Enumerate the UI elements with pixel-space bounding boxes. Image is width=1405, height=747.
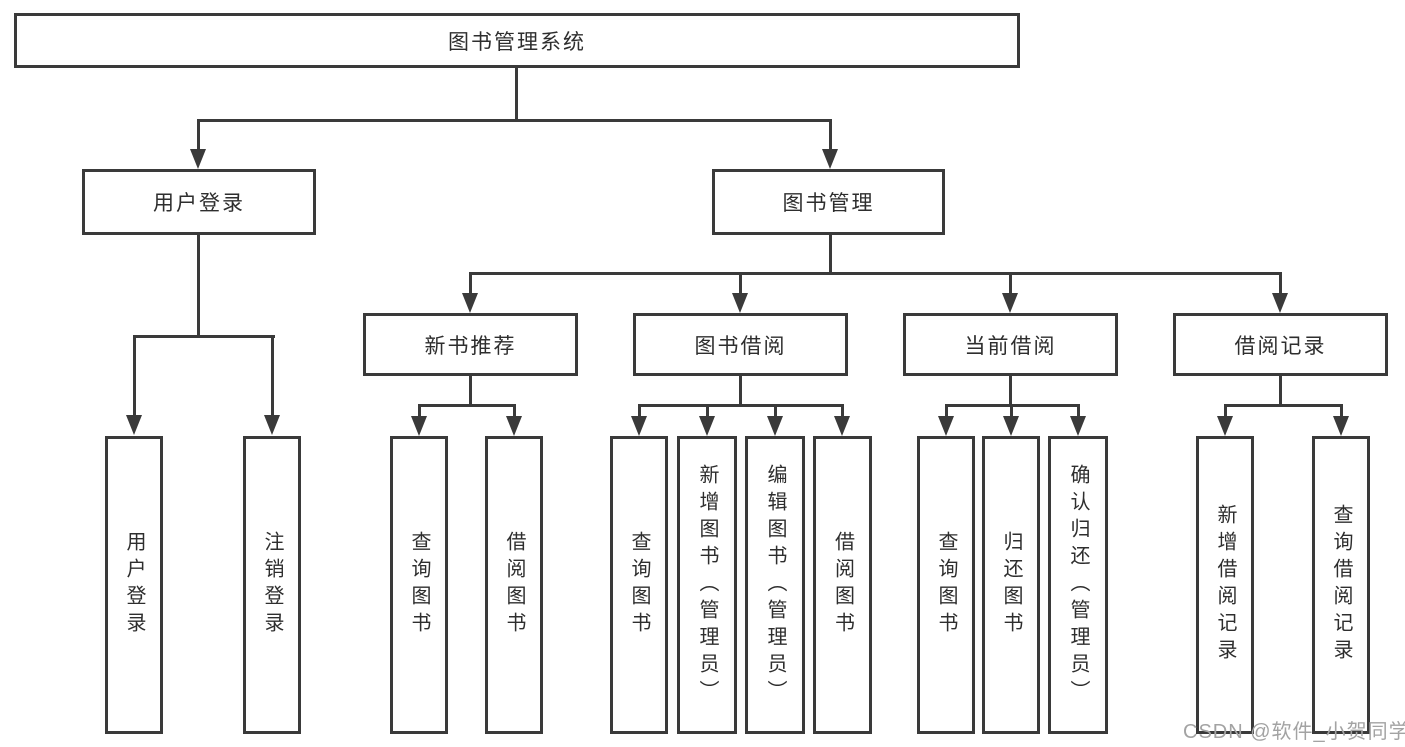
leaf-borrow-query-book: 查询图书 [610, 436, 668, 734]
connector-user-trunk [197, 235, 200, 337]
leaf-records-query-record: 查询借阅记录 [1312, 436, 1370, 734]
arrow-down-icon [1003, 416, 1019, 436]
connector-level3-bar [470, 272, 1282, 275]
arrow-down-icon [834, 416, 850, 436]
connector-level3-stem [1009, 272, 1012, 295]
connector-borrow-bar [638, 404, 843, 407]
new-book-recommend-label: 新书推荐 [424, 334, 517, 358]
connector-user-login-stem [197, 119, 200, 152]
connector-mgmt-trunk [829, 235, 832, 275]
root-node: 图书管理系统 [14, 13, 1020, 68]
leaf-user-login-label: 用户登录 [123, 531, 145, 639]
connector-records-trunk [1279, 375, 1282, 407]
arrow-down-icon [190, 149, 206, 169]
connector-leaf-stem [133, 335, 136, 417]
leaf-logout-label: 注销登录 [261, 531, 283, 639]
connector-leaf-stem [774, 404, 777, 418]
leaf-current-return-book-label: 归还图书 [1000, 531, 1022, 639]
user-login-node: 用户登录 [82, 169, 316, 235]
arrow-down-icon [264, 415, 280, 435]
connector-level3-stem [739, 272, 742, 295]
csdn-watermark: CSDN @软件_小贺同学 [1183, 721, 1405, 743]
leaf-borrow-borrow-book-label: 借阅图书 [831, 531, 854, 639]
leaf-current-return-book: 归还图书 [982, 436, 1040, 734]
connector-leaf-stem [1010, 404, 1013, 418]
connector-user-bar [133, 335, 275, 338]
borrow-records-label: 借阅记录 [1234, 334, 1327, 358]
connector-book-mgmt-stem [829, 119, 832, 152]
leaf-records-query-record-label: 查询借阅记录 [1330, 504, 1352, 666]
arrow-down-icon [1272, 293, 1288, 313]
leaf-current-query-book-label: 查询图书 [935, 531, 957, 639]
arrow-down-icon [1070, 416, 1086, 436]
connector-newbook-trunk [469, 375, 472, 407]
leaf-borrow-query-book-label: 查询图书 [628, 531, 650, 639]
connector-leaf-stem [271, 335, 274, 417]
leaf-newbook-borrow-book: 借阅图书 [485, 436, 543, 734]
connector-leaf-stem [945, 404, 948, 418]
connector-level3-stem [469, 272, 472, 295]
arrow-down-icon [1333, 416, 1349, 436]
new-book-recommend-node: 新书推荐 [363, 313, 578, 376]
arrow-down-icon [767, 416, 783, 436]
leaf-borrow-borrow-book: 借阅图书 [813, 436, 872, 734]
borrow-records-node: 借阅记录 [1173, 313, 1388, 376]
book-management-node: 图书管理 [712, 169, 945, 235]
connector-records-bar [1224, 404, 1342, 407]
arrow-down-icon [822, 149, 838, 169]
connector-leaf-stem [1340, 404, 1343, 418]
book-borrow-label: 图书借阅 [694, 334, 787, 358]
leaf-current-query-book: 查询图书 [917, 436, 975, 734]
leaf-newbook-query-book-label: 查询图书 [408, 531, 430, 639]
arrow-down-icon [1002, 293, 1018, 313]
leaf-records-add-record: 新增借阅记录 [1196, 436, 1254, 734]
current-borrow-node: 当前借阅 [903, 313, 1118, 376]
leaf-current-confirm-return-admin-label: 确认归还（管理员） [1067, 463, 1089, 707]
leaf-newbook-borrow-book-label: 借阅图书 [503, 531, 525, 639]
connector-leaf-stem [513, 404, 516, 418]
book-management-label: 图书管理 [782, 192, 875, 215]
connector-level2-bar [197, 119, 832, 122]
leaf-borrow-add-book-admin: 新增图书（管理员） [677, 436, 737, 734]
leaf-newbook-query-book: 查询图书 [390, 436, 448, 734]
current-borrow-label: 当前借阅 [964, 334, 1057, 358]
connector-leaf-stem [638, 404, 641, 418]
root-node-label: 图书管理系统 [448, 30, 586, 54]
connector-leaf-stem [1077, 404, 1080, 418]
arrow-down-icon [732, 293, 748, 313]
connector-leaf-stem [1224, 404, 1227, 418]
connector-leaf-stem [418, 404, 421, 418]
leaf-current-confirm-return-admin: 确认归还（管理员） [1048, 436, 1108, 734]
leaf-borrow-edit-book-admin: 编辑图书（管理员） [745, 436, 805, 734]
arrow-down-icon [126, 415, 142, 435]
arrow-down-icon [938, 416, 954, 436]
arrow-down-icon [462, 293, 478, 313]
leaf-user-login: 用户登录 [105, 436, 163, 734]
leaf-records-add-record-label: 新增借阅记录 [1214, 504, 1236, 666]
connector-root-stem [515, 68, 518, 122]
book-borrow-node: 图书借阅 [633, 313, 848, 376]
leaf-borrow-edit-book-admin-label: 编辑图书（管理员） [764, 463, 786, 707]
arrow-down-icon [699, 416, 715, 436]
connector-borrow-trunk [739, 375, 742, 407]
connector-current-trunk [1009, 375, 1012, 407]
arrow-down-icon [506, 416, 522, 436]
connector-level3-stem [1279, 272, 1282, 295]
arrow-down-icon [631, 416, 647, 436]
connector-newbook-bar [418, 404, 516, 407]
arrow-down-icon [411, 416, 427, 436]
connector-leaf-stem [841, 404, 844, 418]
user-login-label: 用户登录 [153, 192, 245, 215]
connector-leaf-stem [706, 404, 709, 418]
arrow-down-icon [1217, 416, 1233, 436]
leaf-borrow-add-book-admin-label: 新增图书（管理员） [696, 463, 718, 707]
leaf-logout: 注销登录 [243, 436, 301, 734]
